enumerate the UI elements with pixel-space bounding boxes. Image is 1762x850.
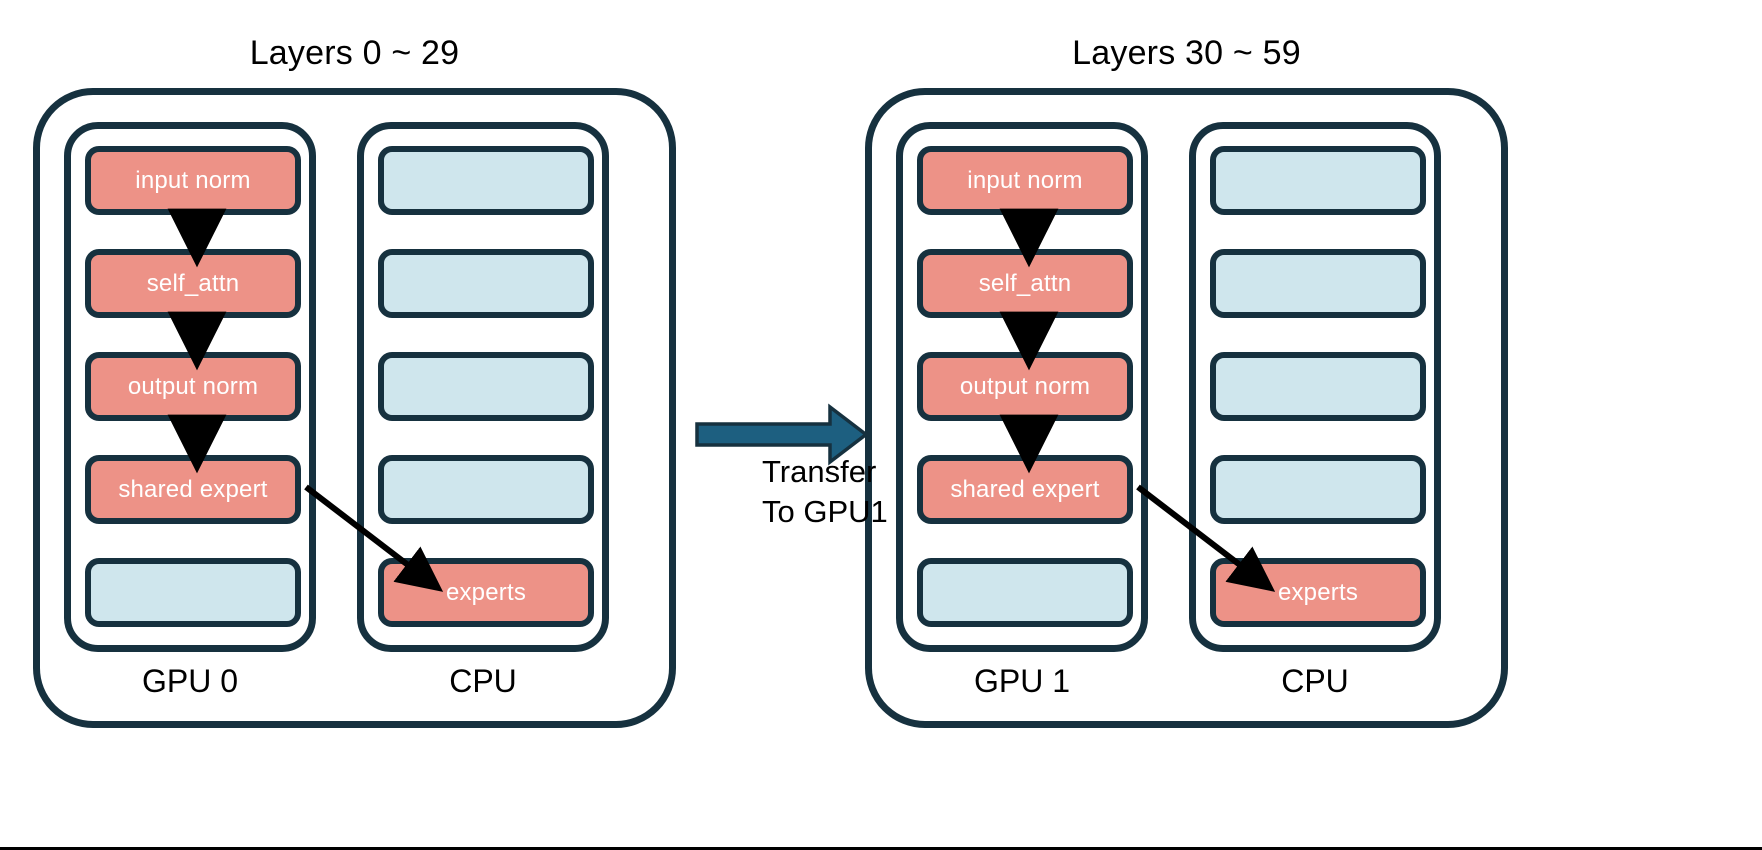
block-input-norm[interactable]: input norm bbox=[85, 146, 301, 215]
gpu-column-right: input norm self_attn output norm shared … bbox=[896, 122, 1148, 652]
device-container-left: input norm self_attn output norm shared … bbox=[33, 88, 676, 728]
hardware-label-gpu1: GPU 1 bbox=[973, 663, 1071, 699]
block-shared-expert[interactable]: shared expert bbox=[85, 455, 301, 524]
block-experts[interactable]: experts bbox=[1210, 558, 1426, 627]
block-experts[interactable]: experts bbox=[378, 558, 594, 627]
block-input-norm[interactable]: input norm bbox=[917, 146, 1133, 215]
hardware-label-gpu0: GPU 0 bbox=[141, 663, 239, 699]
transfer-label-line1: Transfer bbox=[762, 454, 877, 489]
gpu-column-left: input norm self_attn output norm shared … bbox=[64, 122, 316, 652]
block-empty-slot[interactable] bbox=[1210, 352, 1426, 421]
device-container-right: input norm self_attn output norm shared … bbox=[865, 88, 1508, 728]
hardware-label-cpu: CPU bbox=[449, 663, 517, 699]
block-empty-slot[interactable] bbox=[378, 249, 594, 318]
block-empty-slot[interactable] bbox=[378, 352, 594, 421]
block-empty-slot[interactable] bbox=[1210, 146, 1426, 215]
block-self-attn[interactable]: self_attn bbox=[85, 249, 301, 318]
block-empty-slot[interactable] bbox=[1210, 249, 1426, 318]
block-empty-slot[interactable] bbox=[378, 146, 594, 215]
transfer-label: Transfer To GPU1 bbox=[762, 452, 962, 531]
block-empty-slot[interactable] bbox=[85, 558, 301, 627]
group-title-right: Layers 30 ~ 59 bbox=[1072, 34, 1301, 72]
cpu-column-left: experts bbox=[357, 122, 609, 652]
block-empty-slot[interactable] bbox=[917, 558, 1133, 627]
hardware-label-cpu: CPU bbox=[1281, 663, 1349, 699]
block-output-norm[interactable]: output norm bbox=[85, 352, 301, 421]
cpu-column-right: experts bbox=[1189, 122, 1441, 652]
block-empty-slot[interactable] bbox=[378, 455, 594, 524]
block-output-norm[interactable]: output norm bbox=[917, 352, 1133, 421]
image-bottom-rule bbox=[0, 847, 1762, 850]
block-self-attn[interactable]: self_attn bbox=[917, 249, 1133, 318]
group-title-left: Layers 0 ~ 29 bbox=[249, 34, 460, 72]
block-empty-slot[interactable] bbox=[1210, 455, 1426, 524]
transfer-label-line2: To GPU1 bbox=[762, 493, 888, 529]
